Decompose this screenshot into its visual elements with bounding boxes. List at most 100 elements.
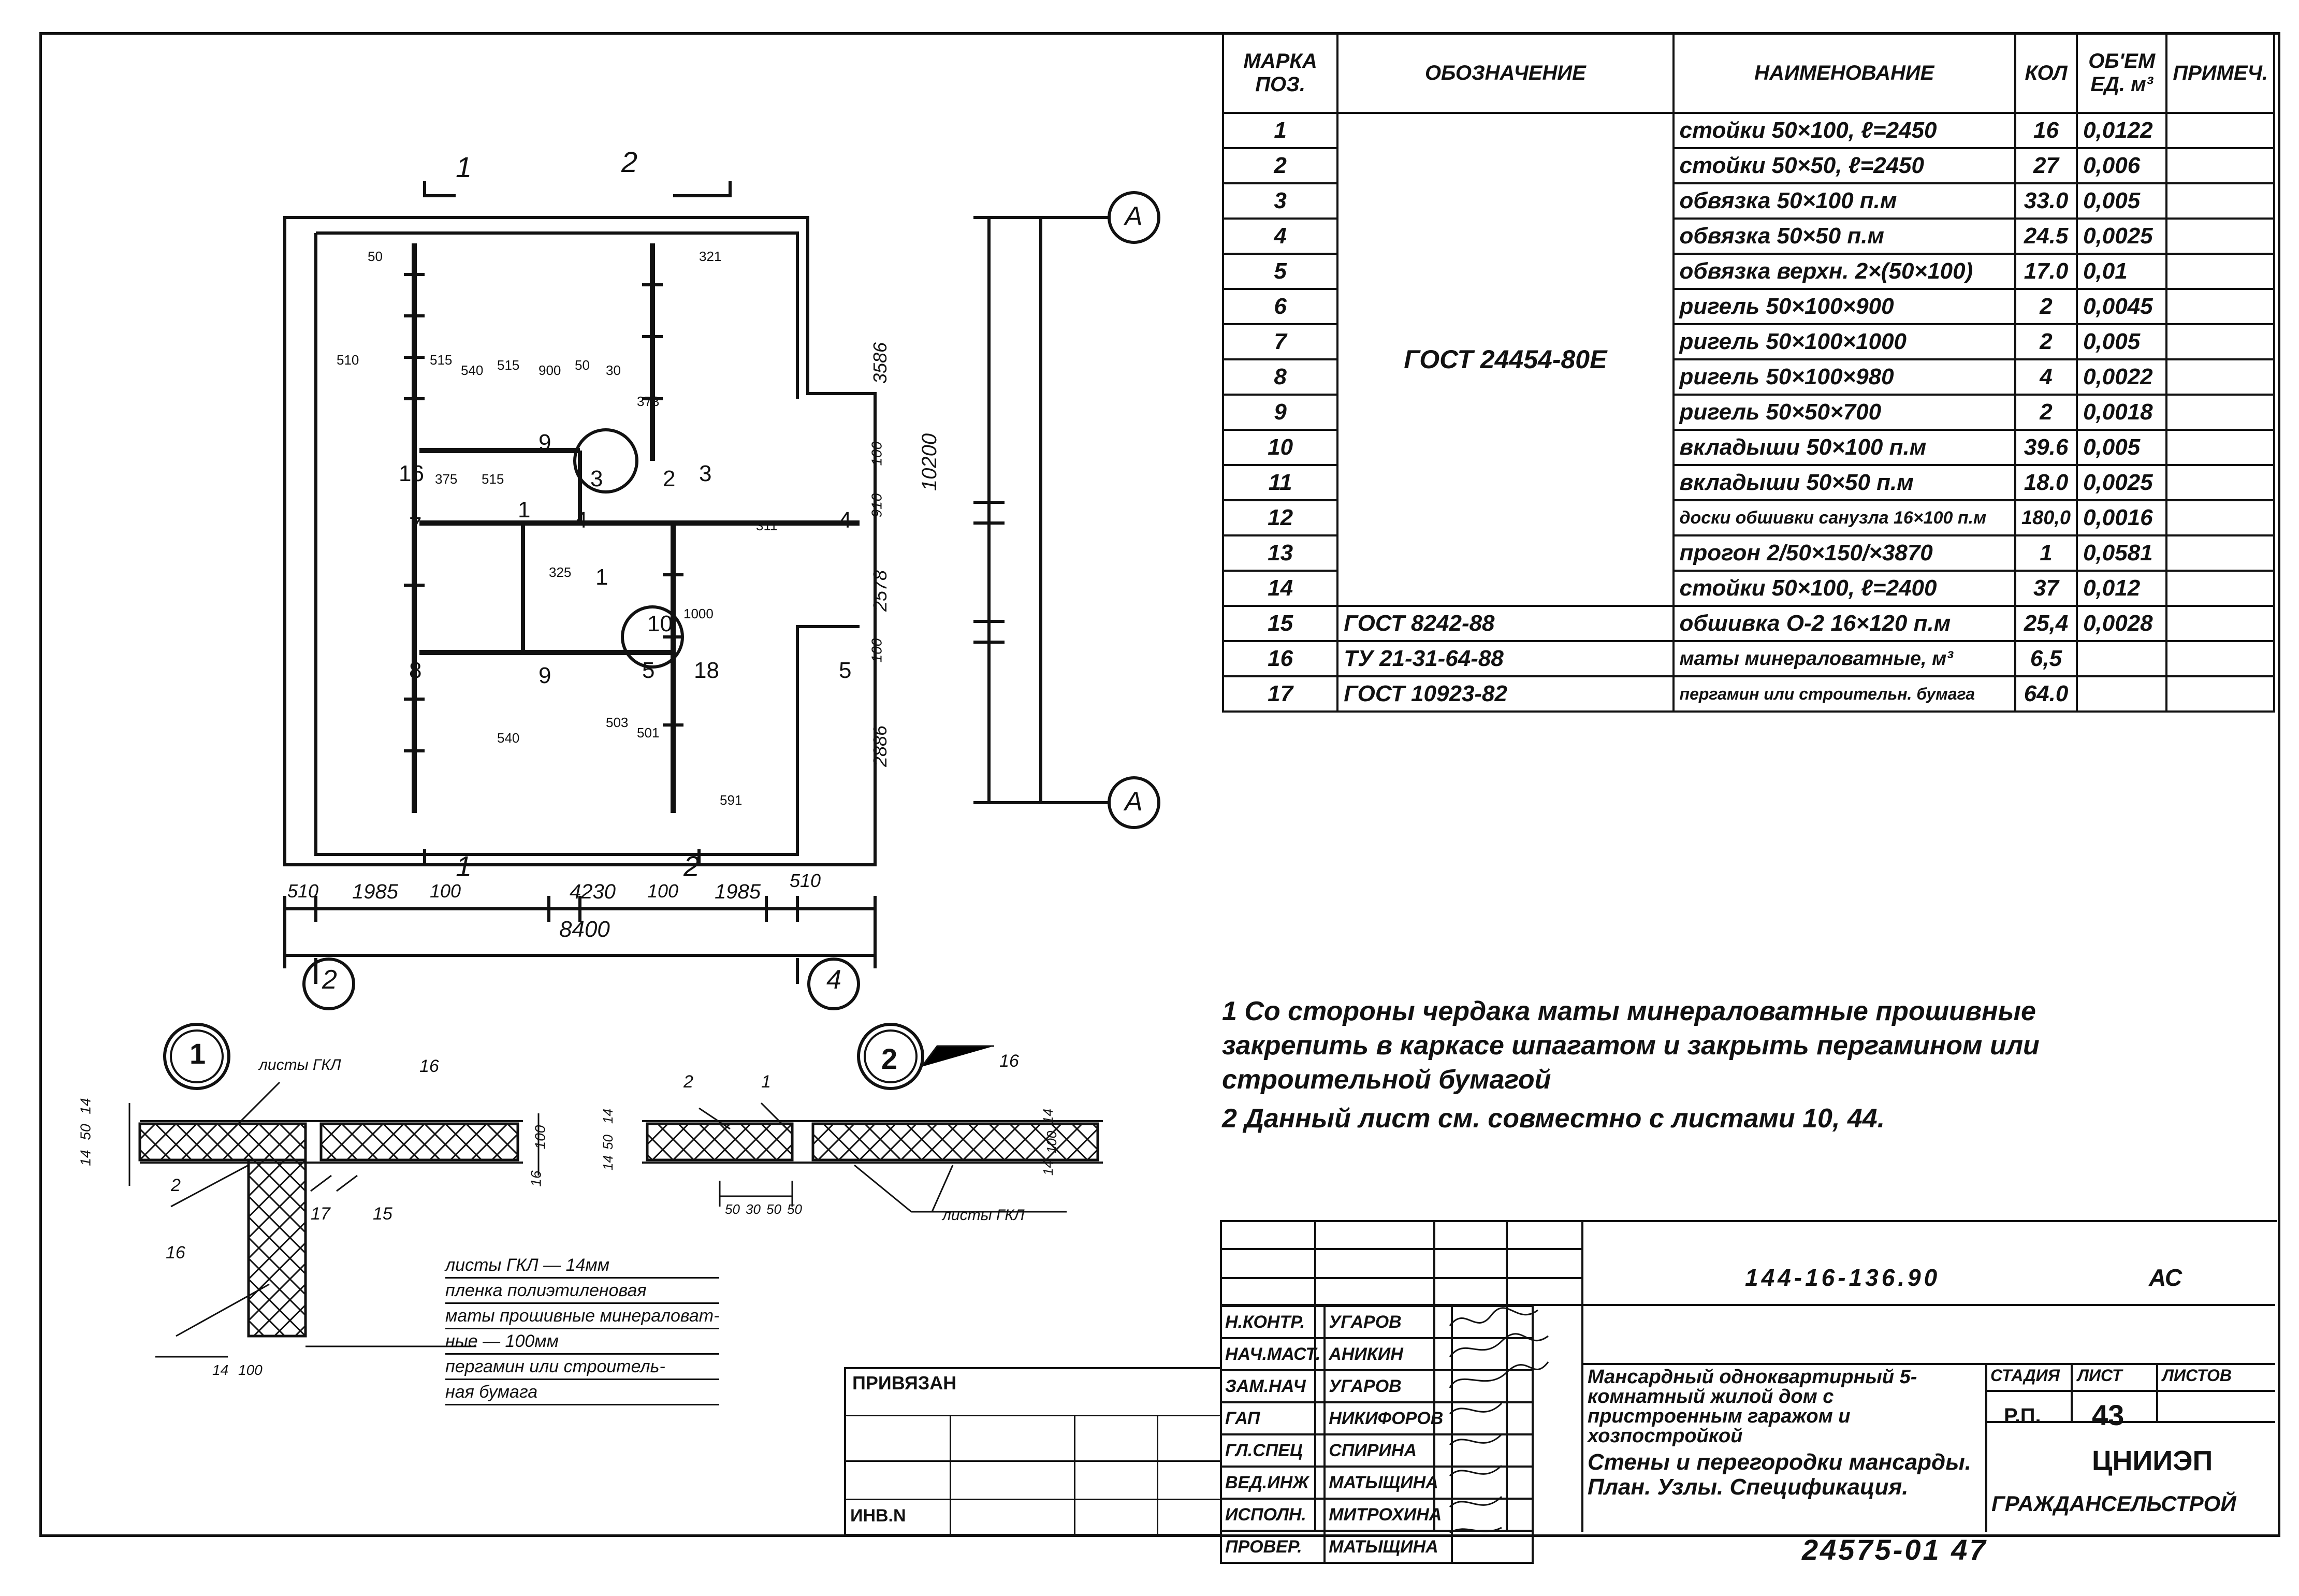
mark-5b: 5 [642,658,655,683]
note-2: 2 Данный лист см. совместно с листами 10… [1222,1104,1885,1134]
cell-role: ПРОВЕР. [1219,1530,1326,1564]
stage-label: СТАДИЯ [1990,1366,2060,1385]
mark-3b: 3 [590,466,603,491]
cell-name: обвязка 50×50 п.м [1672,217,2016,255]
cell-vol: 0,0016 [2076,499,2168,536]
axis-2: 2 [322,965,337,995]
node-2-dim-bottom-50b: 50 [766,1201,781,1217]
dim-2578: 2578 [869,570,891,612]
cell-name: МАТЫЩИНА [1323,1530,1453,1564]
node-2-label-1: 1 [761,1072,771,1092]
legend-line-6: ная бумага [445,1380,720,1405]
node-2-drawing [642,1023,1103,1213]
cell-name: НИКИФОРОВ [1323,1401,1453,1435]
col-note: ПРИМЕЧ. [2165,32,2275,114]
num-501: 501 [637,725,660,741]
dim-510-left: 510 [287,880,319,902]
cell-name: маты минераловатные, м³ [1672,640,2016,677]
cell-pos: 8 [1221,358,1339,396]
cell-code: ТУ 21-31-64-88 [1336,640,1675,677]
mark-4b: 4 [575,507,588,533]
stage-value: Р.П. [2004,1404,2041,1427]
cell-vol: 0,0045 [2076,288,2168,325]
cell-note [2165,464,2275,501]
note-1: 1 Со стороны чердака маты минераловатные… [1222,996,2040,1095]
cell-qty: 1 [2014,534,2078,572]
cell-name: вкладыши 50×50 п.м [1672,464,2016,501]
node-1-label-15: 15 [373,1204,392,1224]
cell-vol: 0,0028 [2076,605,2168,642]
node-1-dim-bottom-100: 100 [238,1362,263,1378]
cell-vol [2076,675,2168,713]
org-name-2: ГРАЖДАНСЕЛЬСТРОЙ [1991,1491,2236,1516]
title-grid [1220,1220,2275,1532]
cell-qty: 39.6 [2014,429,2078,466]
col-code: ОБОЗНАЧЕНИЕ [1336,32,1675,114]
cell-sign [1451,1401,1534,1435]
node-1-label-2: 2 [171,1176,181,1195]
cell-qty: 180,0 [2014,499,2078,536]
cell-vol: 0,012 [2076,570,2168,607]
cell-vol: 0,0025 [2076,464,2168,501]
cell-name: пергамин или строительн. бумага [1672,675,2016,713]
cell-pos: 17 [1221,675,1339,713]
dim-100-a: 100 [868,441,885,466]
section-mark-2-bottom: 2 [683,850,700,882]
num-510: 510 [337,352,359,368]
num-50b: 50 [368,249,383,264]
specification-table: МАРКА ПОЗ. ОБОЗНАЧЕНИЕ НАИМЕНОВАНИЕ КОЛ … [1221,32,2275,713]
axis-4: 4 [826,965,841,995]
cell-pos: 5 [1221,253,1339,290]
num-30: 30 [606,362,621,378]
sheet-number: 43 [2092,1399,2125,1431]
node-2-label-16: 16 [999,1051,1019,1071]
node-2-title: 2 [881,1042,898,1075]
legend-line-1: листы ГКЛ — 14мм [445,1253,720,1279]
dim-100-b: 100 [868,638,885,663]
cell-code: ГОСТ 8242-88 [1336,605,1675,642]
cell-pos: 11 [1221,464,1339,501]
cell-pos: 3 [1221,182,1339,220]
cell-vol: 0,01 [2076,253,2168,290]
node-1-label-16a: 16 [419,1056,439,1076]
cell-pos: 12 [1221,499,1339,536]
cell-role: Н.КОНТР. [1219,1305,1326,1339]
num-321: 321 [699,249,722,264]
cell-name: ригель 50×100×1000 [1672,323,2016,360]
sheet-title: Стены и перегородки мансарды. План. Узлы… [1588,1449,1971,1500]
cell-pos: 4 [1221,217,1339,255]
mark-9a: 9 [539,430,551,455]
mark-7: 7 [409,513,422,538]
node-2-dim-left-50: 50 [600,1135,616,1150]
num-515: 515 [430,352,453,368]
node-1-drawing [128,1023,540,1358]
project-title: Мансардный одноквартирный 5-комнатный жи… [1588,1366,1917,1447]
cell-vol: 0,0122 [2076,112,2168,149]
signatures [1449,1307,1549,1533]
col-name: НАИМЕНОВАНИЕ [1672,32,2016,114]
cell-qty: 64.0 [2014,675,2078,713]
mark-5: 5 [839,658,852,683]
cell-qty: 37 [2014,570,2078,607]
cell-qty: 27 [2014,147,2078,184]
cell-name: доски обшивки санузла 16×100 п.м [1672,499,2016,536]
cell-pos: 16 [1221,640,1339,677]
floor-plan [283,181,1160,984]
cell-vol [2076,640,2168,677]
cell-note [2165,217,2275,255]
node-1-dim-bottom-14: 14 [212,1362,229,1378]
cell-pos: 10 [1221,429,1339,466]
legend-line-3: маты прошивные минераловат- [445,1304,720,1329]
cell-note [2165,640,2275,677]
